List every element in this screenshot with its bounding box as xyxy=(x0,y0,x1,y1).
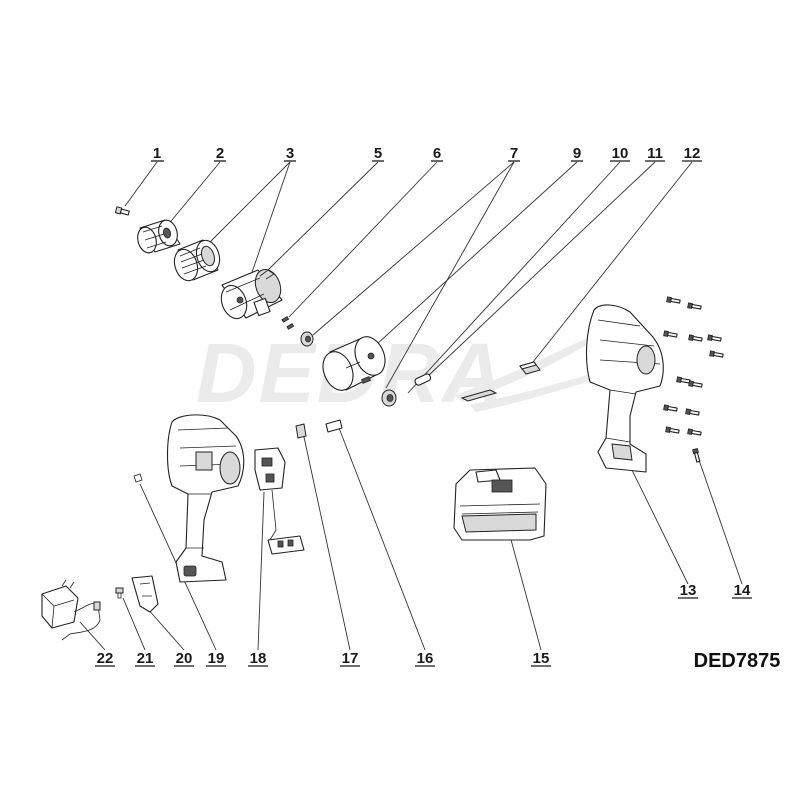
part-bearing-7a xyxy=(300,331,314,347)
screw xyxy=(666,296,681,304)
screw xyxy=(688,334,703,342)
leader-11 xyxy=(427,161,656,377)
screw xyxy=(676,376,691,384)
leader-17 xyxy=(303,436,351,651)
dedra-watermark: DEDRA xyxy=(196,326,605,420)
watermark-swoosh-2 xyxy=(470,370,605,412)
part-screws-14 xyxy=(663,296,724,463)
part-chuck-sleeve-2 xyxy=(137,219,181,254)
leader-7b xyxy=(385,161,515,389)
part-small-19 xyxy=(133,473,143,483)
label-21: 21 xyxy=(137,650,154,667)
label-18: 18 xyxy=(250,650,267,667)
label-15: 15 xyxy=(533,650,550,667)
label-1: 1 xyxy=(153,145,161,162)
screw xyxy=(709,350,724,358)
screw xyxy=(687,428,702,436)
screw xyxy=(685,408,700,416)
label-13: 13 xyxy=(680,582,697,599)
label-14: 14 xyxy=(734,582,751,599)
part-screw-21 xyxy=(115,587,124,599)
leader-7a xyxy=(312,161,515,336)
leader-lines xyxy=(79,161,743,651)
leader-12 xyxy=(532,161,693,363)
part-charger-22 xyxy=(41,579,101,641)
label-11: 11 xyxy=(647,145,663,162)
part-screw-1 xyxy=(114,206,130,216)
label-9: 9 xyxy=(573,145,581,162)
screw xyxy=(663,404,678,412)
label-10: 10 xyxy=(612,145,629,162)
part-plate-10 xyxy=(460,389,498,402)
screw xyxy=(663,330,678,338)
label-20: 20 xyxy=(176,650,193,667)
model-number: DED7875 xyxy=(694,650,781,672)
leader-2 xyxy=(166,161,221,227)
label-2: 2 xyxy=(216,145,224,162)
screw xyxy=(687,302,702,310)
leader-10 xyxy=(407,161,621,394)
part-housing-left xyxy=(167,414,245,583)
leader-1 xyxy=(124,161,158,207)
part-housing-right-13 xyxy=(586,304,664,473)
label-19: 19 xyxy=(208,650,225,667)
leader-5 xyxy=(267,161,379,271)
part-switch-18 xyxy=(254,447,305,555)
part-clip-17 xyxy=(295,423,307,439)
leader-15 xyxy=(509,535,542,651)
leader-9 xyxy=(365,161,578,355)
screw xyxy=(692,447,701,463)
label-6: 6 xyxy=(433,145,441,162)
part-battery-15 xyxy=(453,467,547,541)
label-17: 17 xyxy=(342,650,359,667)
part-motor-9 xyxy=(322,336,386,391)
part-pin-11 xyxy=(414,373,432,386)
part-pad-12 xyxy=(519,361,541,375)
label-3: 3 xyxy=(286,145,294,162)
part-gearbox-3 xyxy=(220,269,283,320)
label-7: 7 xyxy=(510,145,518,162)
leader-14 xyxy=(698,459,743,585)
leader-13 xyxy=(631,469,689,585)
leader-18 xyxy=(257,491,265,651)
part-clip-5 xyxy=(259,269,275,280)
leader-6 xyxy=(288,161,438,318)
part-labels: 1 2 3 5 6 7 9 10 11 12 13 14 15 16 17 18… xyxy=(95,145,752,667)
screw xyxy=(688,380,703,388)
screw xyxy=(665,426,680,434)
leader-21 xyxy=(122,597,146,651)
leader-20 xyxy=(146,607,185,651)
part-piece-16 xyxy=(325,419,343,433)
part-ring-gear-3 xyxy=(173,239,221,282)
part-pins-6 xyxy=(281,316,295,330)
label-22: 22 xyxy=(97,650,114,667)
part-lever-20 xyxy=(131,575,159,613)
leader-3b xyxy=(247,161,291,285)
parts xyxy=(41,206,724,641)
label-16: 16 xyxy=(417,650,434,667)
leader-3a xyxy=(205,161,291,247)
leader-16 xyxy=(338,427,426,651)
part-bearing-7b xyxy=(381,389,397,407)
label-5: 5 xyxy=(374,145,382,162)
label-12: 12 xyxy=(684,145,701,162)
leader-22 xyxy=(79,621,106,651)
screw xyxy=(707,334,722,342)
